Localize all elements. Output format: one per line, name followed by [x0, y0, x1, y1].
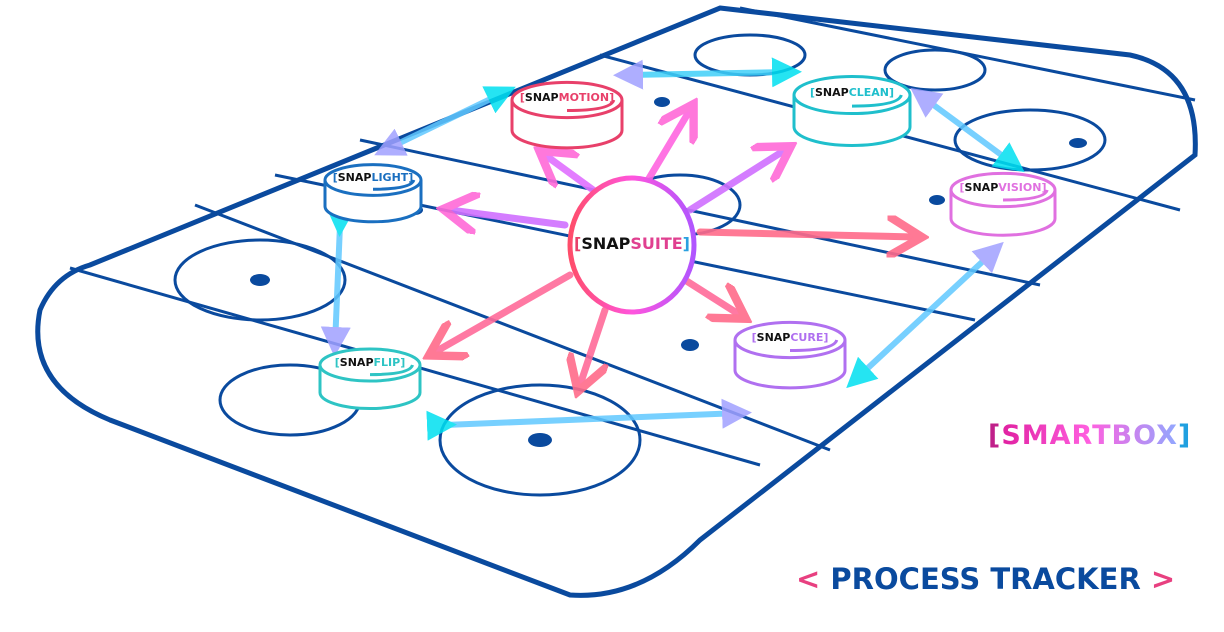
arrow-to-snapmotion	[545, 155, 604, 199]
puck-snapmotion[interactable]: [SNAPMOTION]	[510, 80, 624, 150]
puck-snapcure[interactable]: [SNAPCURE]	[733, 320, 847, 390]
puck-snaplight[interactable]: [SNAPLIGHT]	[323, 163, 423, 224]
puck-label-suffix: CURE	[790, 331, 823, 344]
arrow-flip-right	[426, 398, 752, 441]
arrow-light-motion	[374, 86, 516, 156]
puck-label-prefix: SNAP	[338, 171, 372, 184]
puck-snapvision[interactable]: [SNAPVISION]	[949, 171, 1057, 237]
arrow-to-snapcure	[681, 276, 740, 315]
svg-text:[SNAPVISION]: [SNAPVISION]	[960, 181, 1047, 194]
arrow-to-snapvision	[696, 232, 915, 237]
svg-text:[SNAPFLIP]: [SNAPFLIP]	[335, 356, 405, 369]
puck-label-suffix: FLIP	[374, 356, 401, 369]
puck-label-prefix: SNAP	[525, 91, 559, 104]
svg-text:[SNAPLIGHT]: [SNAPLIGHT]	[333, 171, 414, 184]
link-arrows	[320, 57, 1025, 441]
puck-label-suffix: LIGHT	[371, 171, 408, 184]
process-tracker-title: < PROCESS TRACKER >	[796, 562, 1176, 596]
hub-arrows	[435, 110, 915, 385]
svg-text:[SNAPCURE]: [SNAPCURE]	[752, 331, 829, 344]
snapsuite-hub[interactable]: [SNAPSUITE]	[567, 175, 697, 315]
arrow-motion-clean	[613, 57, 802, 90]
arrow-vision-cure	[846, 241, 1004, 389]
puck-label-prefix: SNAP	[815, 86, 849, 99]
arrow-down	[580, 306, 605, 385]
puck-label-prefix: SNAP	[757, 331, 791, 344]
svg-text:[SNAPCLEAN]: [SNAPCLEAN]	[810, 86, 894, 99]
arrow-to-snaplight	[450, 210, 569, 225]
puck-label-suffix: CLEAN	[849, 86, 889, 99]
puck-snapflip[interactable]: [SNAPFLIP]	[318, 347, 422, 410]
smartbox-logo: [SMARTBOX]	[988, 420, 1192, 451]
puck-label-prefix: SNAP	[965, 181, 999, 194]
puck-snapclean[interactable]: [SNAPCLEAN]	[792, 74, 912, 147]
arrow-up	[641, 110, 690, 189]
puck-label-suffix: VISION	[998, 181, 1041, 194]
svg-text:[SNAPSUITE]: [SNAPSUITE]	[574, 234, 690, 253]
arrow-light-flip	[320, 206, 356, 357]
arrow-to-snapclean	[686, 150, 785, 214]
arrow-to-snapflip	[435, 271, 574, 352]
puck-label-suffix: MOTION	[559, 91, 609, 104]
puck-label-prefix: SNAP	[340, 356, 374, 369]
svg-text:[SNAPMOTION]: [SNAPMOTION]	[520, 91, 614, 104]
arrow-clean-vision	[910, 87, 1025, 173]
